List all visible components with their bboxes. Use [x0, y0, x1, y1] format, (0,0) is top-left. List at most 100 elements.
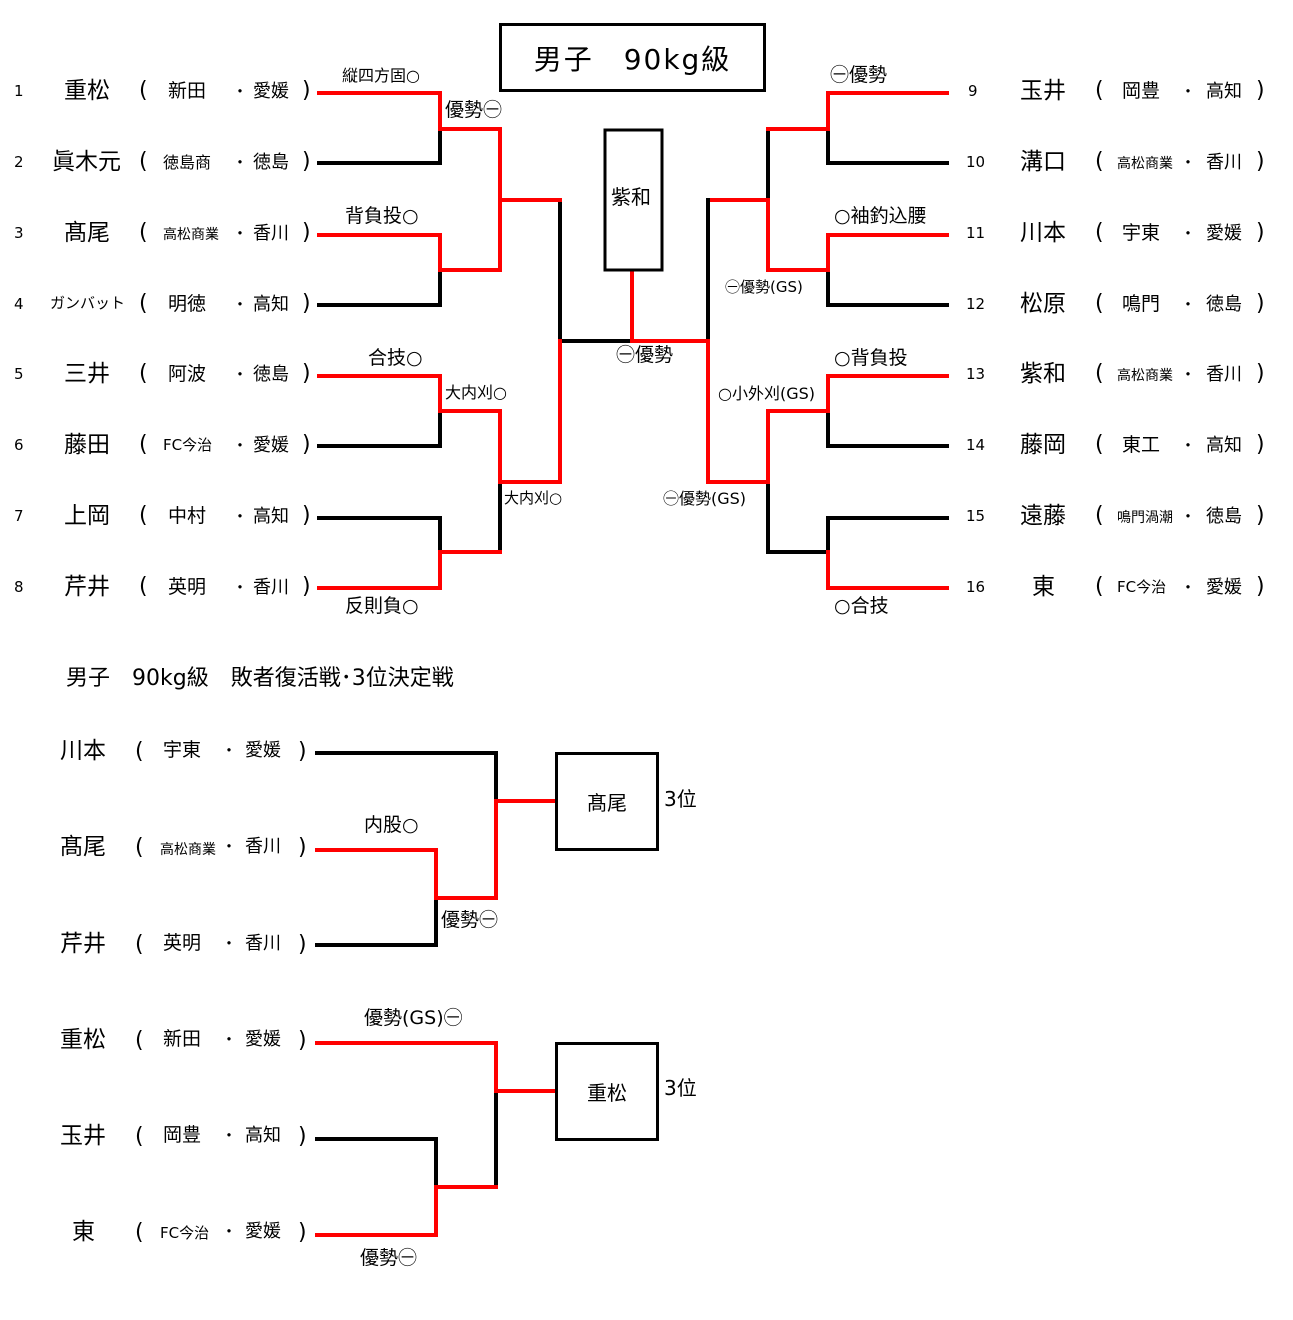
close-paren: ): [1256, 503, 1265, 528]
athlete-name: 重松: [64, 78, 110, 104]
close-paren: ): [302, 361, 311, 386]
open-paren: (: [1095, 574, 1104, 599]
close-paren: ): [302, 503, 311, 528]
seed-number: 5: [14, 365, 24, 383]
close-paren: ): [302, 149, 311, 174]
school-name: 阿波: [168, 363, 207, 385]
seed-number: 9: [968, 82, 978, 100]
athlete-name: 紫和: [1020, 361, 1066, 387]
athlete-name: 玉井: [1020, 78, 1066, 104]
athlete-name: 髙尾: [64, 220, 110, 246]
repechage-title: 男子 90kg級 敗者復活戦･3位決定戦: [66, 666, 454, 691]
close-paren: ): [1256, 78, 1265, 103]
open-paren: (: [139, 503, 148, 528]
prefecture: 香川: [245, 836, 281, 857]
champion-name: 紫和: [611, 185, 651, 209]
close-paren: ): [1256, 574, 1265, 599]
prefecture: 高知: [253, 294, 289, 315]
seed-number: 4: [14, 295, 24, 313]
separator-dot: ・: [232, 82, 249, 101]
prefecture: 愛媛: [1206, 223, 1242, 244]
prefecture: 高知: [245, 1125, 281, 1146]
page-title: 男子 90kg級: [499, 23, 766, 92]
match-result: 大内刈○: [504, 489, 563, 507]
close-paren: ): [298, 1220, 307, 1245]
seed-number: 15: [966, 507, 986, 525]
open-paren: (: [135, 739, 144, 764]
separator-dot: ・: [1180, 153, 1197, 172]
separator-dot: ・: [1180, 295, 1197, 314]
match-result: 大内刈○: [445, 383, 507, 402]
close-paren: ): [302, 78, 311, 103]
champion-box: [603, 128, 664, 272]
school-name: 岡豊: [163, 1124, 202, 1146]
match-result: 合技○: [368, 347, 423, 369]
open-paren: (: [1095, 149, 1104, 174]
prefecture: 高知: [253, 506, 289, 527]
separator-dot: ・: [221, 934, 238, 953]
prefecture: 愛媛: [245, 1221, 281, 1242]
prefecture: 徳島: [253, 364, 289, 385]
match-result: ○小外刈(GS): [718, 384, 816, 403]
seed-number: 11: [966, 224, 986, 242]
place-label: 3位: [664, 787, 697, 811]
prefecture: 徳島: [253, 152, 289, 173]
school-name: 高松商業: [163, 227, 219, 243]
athlete-name: 東: [1032, 574, 1055, 600]
separator-dot: ・: [232, 436, 249, 455]
seed-number: 1: [14, 82, 24, 100]
school-name: 鳴門: [1122, 293, 1161, 315]
close-paren: ): [1256, 432, 1265, 457]
match-result: ㊀優勢(GS): [663, 489, 747, 508]
close-paren: ): [1256, 220, 1265, 245]
third-place-box: 重松: [555, 1042, 659, 1141]
school-name: 高松商業: [1117, 368, 1173, 384]
athlete-name: 上岡: [64, 503, 110, 529]
seed-number: 3: [14, 224, 24, 242]
match-result: 縦四方固○: [342, 66, 420, 85]
athlete-name: 眞木元: [52, 149, 121, 175]
school-name: 岡豊: [1122, 80, 1161, 102]
school-name: 新田: [168, 80, 207, 102]
athlete-name: 川本: [60, 738, 106, 764]
seed-number: 7: [14, 507, 24, 525]
separator-dot: ・: [1180, 436, 1197, 455]
match-result: ㊀優勢(GS): [725, 278, 803, 296]
close-paren: ): [1256, 149, 1265, 174]
seed-number: 14: [966, 436, 986, 454]
seed-number: 12: [966, 295, 986, 313]
open-paren: (: [139, 149, 148, 174]
athlete-name: 川本: [1020, 220, 1066, 246]
close-paren: ): [1256, 291, 1265, 316]
separator-dot: ・: [221, 741, 238, 760]
match-result: ㊀優勢: [616, 344, 674, 366]
open-paren: (: [135, 1028, 144, 1053]
match-result: ㊀優勢: [830, 64, 888, 86]
prefecture: 香川: [245, 933, 281, 954]
separator-dot: ・: [232, 295, 249, 314]
separator-dot: ・: [232, 153, 249, 172]
seed-number: 2: [14, 153, 24, 171]
school-name: 高松商業: [160, 842, 216, 858]
open-paren: (: [1095, 291, 1104, 316]
school-name: 英明: [168, 576, 207, 598]
athlete-name: 松原: [1020, 291, 1066, 317]
open-paren: (: [135, 1220, 144, 1245]
match-result: 優勢㊀: [360, 1247, 418, 1269]
separator-dot: ・: [1180, 507, 1197, 526]
athlete-name: 髙尾: [60, 834, 106, 860]
close-paren: ): [298, 932, 307, 957]
open-paren: (: [1095, 432, 1104, 457]
prefecture: 徳島: [1206, 506, 1242, 527]
seed-number: 6: [14, 436, 24, 454]
prefecture: 愛媛: [253, 81, 289, 102]
close-paren: ): [1256, 361, 1265, 386]
separator-dot: ・: [1180, 578, 1197, 597]
athlete-name: 溝口: [1020, 149, 1066, 175]
school-name: FC今治: [1117, 578, 1167, 596]
open-paren: (: [139, 78, 148, 103]
open-paren: (: [135, 835, 144, 860]
seed-number: 13: [966, 365, 986, 383]
separator-dot: ・: [232, 365, 249, 384]
athlete-name: 藤岡: [1020, 432, 1066, 458]
